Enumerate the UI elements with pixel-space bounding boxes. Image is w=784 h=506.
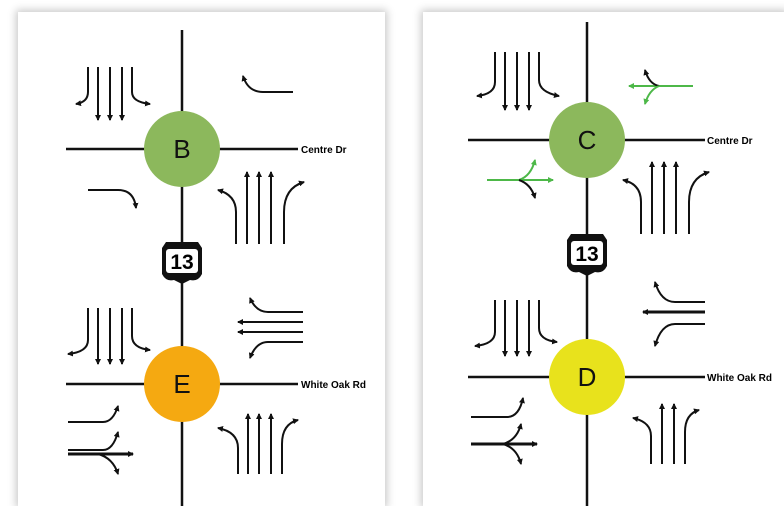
westbound-arrows-bottom <box>642 281 705 347</box>
road-label-centre-dr: Centre Dr <box>707 136 753 147</box>
intersection-node-top <box>549 102 625 178</box>
southbound-arrows-top <box>75 67 151 121</box>
road-label-centre-dr: Centre Dr <box>301 145 347 156</box>
westbound-arrows-bottom <box>237 297 303 359</box>
intersection-panel-left: B E 13 Centre Dr White Oak Rd <box>18 12 385 506</box>
northbound-arrows-bottom <box>217 413 299 474</box>
westbound-turn-arrow-top <box>241 75 293 93</box>
westbound-green-arrows <box>628 69 693 105</box>
node-label-top: C <box>578 125 597 155</box>
northbound-arrows-top <box>622 161 710 234</box>
right-diagram: C D 13 Centre Dr White Oak Rd <box>468 22 772 506</box>
road-label-white-oak-rd: White Oak Rd <box>301 380 366 391</box>
route-shield-number: 13 <box>575 243 598 266</box>
road-label-white-oak-rd: White Oak Rd <box>707 373 772 384</box>
intersection-node-bottom <box>549 339 625 415</box>
node-label-bottom: D <box>578 362 597 392</box>
left-diagram: B E 13 Centre Dr White Oak Rd <box>66 30 366 506</box>
eastbound-green-arrows <box>487 159 554 199</box>
eastbound-turn-arrow-top <box>88 189 139 209</box>
eastbound-arrows-bottom <box>68 405 134 475</box>
route-shield-icon <box>162 242 202 284</box>
northbound-arrows-top <box>217 171 305 244</box>
southbound-arrows-bottom <box>67 308 151 365</box>
node-label-top: B <box>173 134 190 164</box>
route-shield-number: 13 <box>170 251 193 274</box>
node-label-bottom: E <box>173 369 190 399</box>
route-shield-icon <box>567 234 607 276</box>
intersection-node-bottom <box>144 346 220 422</box>
eastbound-arrows-bottom <box>471 397 538 465</box>
intersection-node-top <box>144 111 220 187</box>
intersection-panel-right: C D 13 Centre Dr White Oak Rd <box>423 12 784 506</box>
northbound-arrows-bottom <box>632 403 700 464</box>
southbound-arrows-top <box>476 52 560 111</box>
southbound-arrows-bottom <box>474 300 558 357</box>
